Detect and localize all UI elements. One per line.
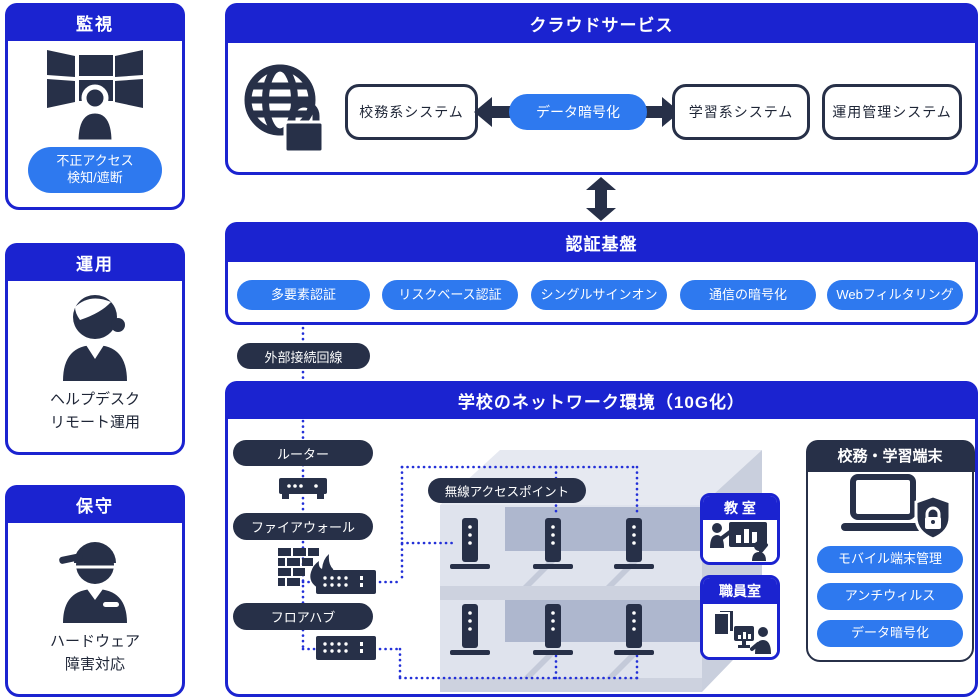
data-encryption-pill: データ暗号化 <box>509 94 647 130</box>
auth-pill-riskbase: リスクベース認証 <box>382 280 518 310</box>
auth-pill-comm-encryption: 通信の暗号化 <box>680 280 816 310</box>
access-point-icon <box>533 604 573 656</box>
school-network-title: 学校のネットワーク環境（10G化） <box>225 381 978 419</box>
staffroom-badge: 職員室 <box>700 575 780 660</box>
panel-monitoring-title: 監視 <box>5 3 185 41</box>
router-device-icon <box>278 476 328 500</box>
auth-pill-web-filtering: Webフィルタリング <box>827 280 963 310</box>
classroom-label: 教 室 <box>703 496 777 520</box>
terminal-panel-title: 校務・学習端末 <box>805 439 975 472</box>
arrow-left-icon <box>474 97 516 127</box>
maintenance-caption: ハードウェア 障害対応 <box>49 633 140 673</box>
access-point-icon <box>614 518 654 570</box>
operation-caption: ヘルプデスク リモート運用 <box>49 391 140 431</box>
helpdesk-person-icon <box>8 281 182 389</box>
system-box-operation-management: 運用管理システム <box>822 84 962 140</box>
panel-operation: 運用 ヘルプデスク リモート運用 <box>5 243 185 455</box>
auth-platform-title: 認証基盤 <box>225 222 978 262</box>
auth-pill-sso: シングルサインオン <box>531 280 667 310</box>
panel-monitoring: 監視 不正アクセス 検知/遮断 <box>5 3 185 210</box>
access-point-icon <box>614 604 654 656</box>
panel-maintenance-title: 保守 <box>5 485 185 523</box>
terminal-pill-encryption: データ暗号化 <box>817 620 963 647</box>
laptop-shield-icon <box>831 472 949 547</box>
globe-lock-icon <box>243 62 327 154</box>
staffroom-label: 職員室 <box>703 578 777 604</box>
double-arrow-vertical-icon <box>586 177 616 221</box>
terminal-pill-antivirus: アンチウィルス <box>817 583 963 610</box>
access-point-icon <box>533 518 573 570</box>
floor-hub-pill: フロアハブ <box>233 603 373 630</box>
switch-device-icon <box>316 570 376 594</box>
router-pill: ルーター <box>233 440 373 466</box>
monitoring-badge: 不正アクセス 検知/遮断 <box>28 147 162 193</box>
panel-maintenance: 保守 ハードウェア 障害対応 <box>5 485 185 697</box>
classroom-icon <box>703 520 777 562</box>
external-line-pill: 外部接続回線 <box>237 343 370 369</box>
terminal-pill-mdm: モバイル端末管理 <box>817 546 963 573</box>
classroom-badge: 教 室 <box>700 493 780 565</box>
maintenance-worker-icon <box>8 523 182 631</box>
auth-pill-mfa: 多要素認証 <box>237 280 370 310</box>
system-box-learning: 学習系システム <box>672 84 810 140</box>
access-point-icon <box>450 518 490 570</box>
cloud-services-title: クラウドサービス <box>225 3 978 43</box>
access-point-icon <box>450 604 490 656</box>
monitoring-screens-icon <box>8 41 182 147</box>
wireless-ap-pill: 無線アクセスポイント <box>428 478 586 503</box>
terminal-panel: 校務・学習端末 モバイル端末管理 アンチウィルス データ暗号化 <box>805 439 975 662</box>
firewall-pill: ファイアウォール <box>233 513 373 540</box>
panel-operation-title: 運用 <box>5 243 185 281</box>
staffroom-icon <box>703 604 777 657</box>
switch-device-icon <box>316 636 376 660</box>
arrow-right-icon <box>638 97 680 127</box>
